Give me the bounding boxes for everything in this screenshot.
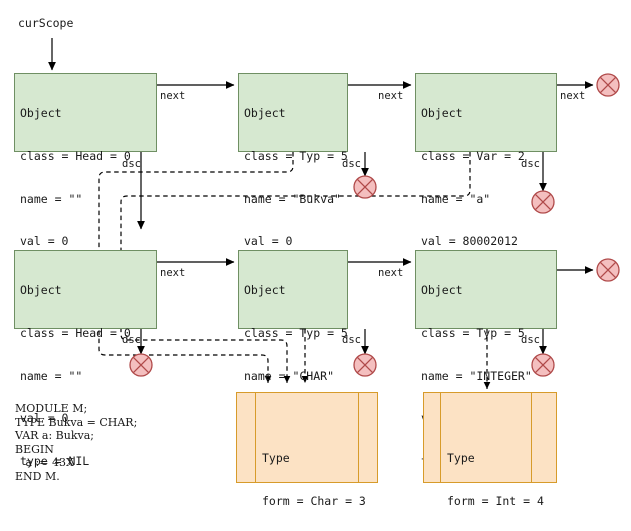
object-field: class = Head = 0 (20, 149, 131, 164)
object-field: name = "a" (421, 191, 491, 206)
object-field: name = "CHAR" (244, 368, 335, 383)
object-title: Object (244, 106, 286, 121)
object-box-head2[interactable]: Object class = Head = 0 name = "" val = … (14, 250, 157, 468)
edge-label-dsc: dsc (122, 158, 141, 170)
type-box-int[interactable]: Type form = Int = 4 size = 4 байта (423, 392, 557, 508)
object-box-var-a[interactable]: Object class = Var = 2 name = "a" val = … (415, 73, 557, 291)
object-title: Object (421, 106, 463, 121)
nil-marker (596, 73, 620, 97)
object-field: name = "INTEGER" (421, 368, 532, 383)
type-box-char[interactable]: Type form = Char = 3 size = 1 байт (236, 392, 378, 508)
object-field: val = 0 (20, 234, 69, 249)
type-title: Type (447, 451, 475, 466)
type-box-int-inner: Type form = Int = 4 size = 4 байта (440, 393, 544, 508)
object-field: class = Head = 0 (20, 326, 131, 341)
object-field: val = 80002012 (421, 234, 518, 249)
edge-label-dsc: dsc (521, 334, 540, 346)
edge-label-dsc: dsc (342, 158, 361, 170)
object-title: Object (421, 283, 463, 298)
edge-label-next: next (160, 267, 186, 279)
object-field: name = "" (20, 191, 83, 206)
source-code-block: MODULE M; TYPE Bukva = CHAR; VAR a: Bukv… (15, 402, 138, 483)
type-field: form = Int = 4 (447, 494, 544, 509)
object-box-typ-bukva[interactable]: Object class = Typ = 5 name = "Bukva" va… (238, 73, 348, 291)
edge-label-next: next (378, 90, 404, 102)
type-box-char-inner: Type form = Char = 3 size = 1 байт (255, 393, 366, 508)
object-box-typ-integer[interactable]: Object class = Typ = 5 name = "INTEGER" … (415, 250, 557, 468)
type-title: Type (262, 451, 290, 466)
object-box-typ-char[interactable]: Object class = Typ = 5 name = "CHAR" val… (238, 250, 348, 468)
edge-label-next: next (160, 90, 186, 102)
object-field: val = 0 (20, 411, 69, 426)
object-title: Object (20, 283, 62, 298)
type-field: form = Char = 3 (262, 494, 366, 509)
edge-label-dsc: dsc (342, 334, 361, 346)
object-title: Object (244, 283, 286, 298)
object-field: class = Typ = 5 (244, 149, 348, 164)
object-box-head1[interactable]: Object class = Head = 0 name = "" val = … (14, 73, 157, 291)
curscope-label: curScope (18, 16, 74, 30)
nil-marker (353, 175, 377, 199)
object-field: val = 0 (244, 234, 293, 249)
edge-label-dsc: dsc (521, 158, 540, 170)
object-field: name = "Bukva" (244, 191, 341, 206)
object-field: name = "" (20, 368, 83, 383)
object-field: class = Typ = 5 (244, 326, 348, 341)
object-title: Object (20, 106, 62, 121)
nil-marker (596, 258, 620, 282)
edge-label-dsc: dsc (122, 334, 141, 346)
object-field: class = Typ = 5 (421, 326, 525, 341)
edge-label-next: next (378, 267, 404, 279)
edge-label-next: next (560, 90, 586, 102)
object-field: type = NIL (20, 453, 90, 468)
object-field: class = Var = 2 (421, 149, 525, 164)
nil-marker (353, 353, 377, 377)
